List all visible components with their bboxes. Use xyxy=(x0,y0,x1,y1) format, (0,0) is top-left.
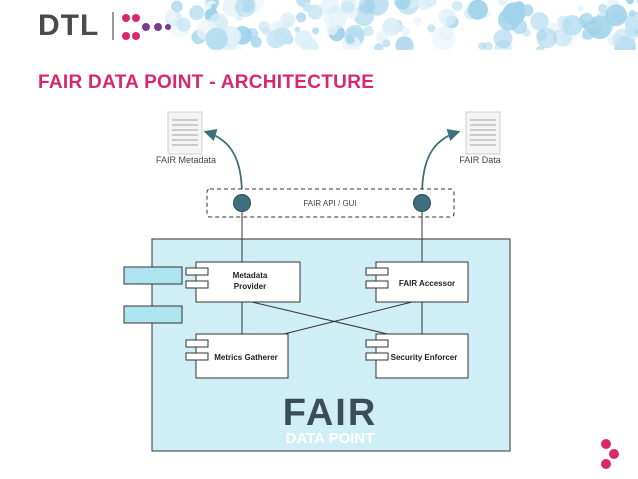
metadata-provider-label-line1: Metadata xyxy=(233,271,268,280)
header-dot xyxy=(451,0,463,12)
header-dot xyxy=(274,27,292,45)
header-dot xyxy=(171,0,183,13)
header-dot xyxy=(165,10,177,22)
header-dot xyxy=(296,12,307,23)
header-dot xyxy=(605,4,628,27)
page-title: FAIR DATA POINT - ARCHITECTURE xyxy=(38,72,375,93)
data-output-arrow xyxy=(421,128,461,197)
header-dot xyxy=(382,39,391,48)
header-dot xyxy=(577,5,584,12)
data-point-tagline: DATA POINT xyxy=(286,430,375,447)
metrics-gatherer-label: Metrics Gatherer xyxy=(214,353,278,362)
header-dot xyxy=(497,0,508,6)
header-dot xyxy=(427,24,436,33)
external-interface-box-1 xyxy=(123,266,183,285)
header-dot xyxy=(624,25,636,37)
header-dot xyxy=(302,39,319,50)
header-dot xyxy=(394,0,411,10)
header-dot xyxy=(312,27,320,35)
logo-separator xyxy=(112,12,114,40)
header-dot xyxy=(628,9,636,17)
metadata-provider-component: Metadata Provider xyxy=(185,261,301,303)
fair-data-point-logo: FAIR DATA POINT xyxy=(283,392,378,447)
header-dot xyxy=(432,26,456,50)
security-enforcer-component: Security Enforcer xyxy=(365,333,469,379)
header-dot xyxy=(341,1,354,14)
header-banner xyxy=(165,0,638,50)
header-dot xyxy=(598,3,608,14)
header-dot-pattern xyxy=(165,0,638,50)
fair-accessor-label: FAIR Accessor xyxy=(399,279,455,288)
header-dot xyxy=(382,17,401,36)
metadata-output-arrow xyxy=(203,128,243,197)
header-dot xyxy=(483,41,493,50)
header-dot xyxy=(416,0,432,10)
metrics-gatherer-component: Metrics Gatherer xyxy=(185,333,289,379)
header-dot xyxy=(530,12,549,31)
external-interface-box-2 xyxy=(123,305,183,324)
fair-logo-word: FAIR xyxy=(283,392,378,434)
fair-data-label: FAIR Data xyxy=(459,155,501,165)
header-dot xyxy=(302,3,312,13)
header-dot xyxy=(250,36,262,48)
header-dot xyxy=(224,27,242,45)
header-dot xyxy=(234,44,243,50)
fair-api-gui-interface xyxy=(206,188,455,218)
metadata-provider-label-line2: Provider xyxy=(234,282,266,291)
header-dot xyxy=(586,20,602,36)
dtl-logo-text: DTL xyxy=(38,9,100,42)
header-dot xyxy=(189,5,205,21)
header-dot xyxy=(401,27,410,36)
dtl-logo-icon xyxy=(122,14,171,40)
header-dot xyxy=(358,0,376,14)
header-dot xyxy=(536,28,557,49)
metadata-to-security-line xyxy=(251,301,397,337)
header-dot xyxy=(363,25,374,37)
header-dot xyxy=(261,26,270,36)
header-dot xyxy=(294,26,301,33)
header-dot xyxy=(205,27,228,50)
fair-metadata-label: FAIR Metadata xyxy=(156,155,216,165)
fair-data-document-icon xyxy=(465,111,501,155)
fair-metadata-document-icon xyxy=(167,111,203,155)
accessor-to-metrics-line xyxy=(275,301,413,337)
header-dot xyxy=(582,12,593,23)
data-api-port xyxy=(413,194,431,212)
header-dot xyxy=(235,0,256,17)
header-dot xyxy=(282,20,291,28)
header-dot xyxy=(414,17,423,26)
header-dot xyxy=(626,0,634,5)
header-dot xyxy=(374,43,384,50)
header-dot xyxy=(502,2,526,26)
security-enforcer-label: Security Enforcer xyxy=(391,353,458,362)
fair-api-gui-label: FAIR API / GUI xyxy=(303,199,356,208)
header-dot xyxy=(395,36,414,50)
header-dot xyxy=(176,17,191,32)
fair-accessor-component: FAIR Accessor xyxy=(365,261,469,303)
chevron-right-icon xyxy=(601,439,619,469)
header-dot xyxy=(562,15,583,36)
header-dot xyxy=(493,28,513,49)
header-dot xyxy=(467,0,488,20)
metadata-api-port xyxy=(233,194,251,212)
header-dot xyxy=(438,8,457,27)
header-dot xyxy=(211,3,218,10)
header-dot xyxy=(320,0,339,15)
header-dot xyxy=(345,35,355,44)
header-dot xyxy=(325,22,338,36)
